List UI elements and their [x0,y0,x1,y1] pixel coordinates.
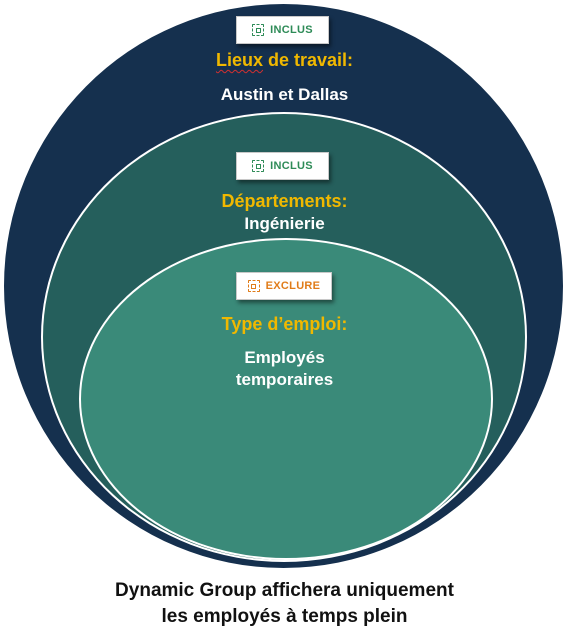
badge-label: EXCLURE [265,280,321,292]
criterion-title-departments: Départements: [221,191,348,211]
filter-include-icon [252,160,265,172]
caption-line: Dynamic Group affichera uniquement [115,580,454,601]
criterion-value-employment-type: Employés temporaires [0,347,569,391]
criterion-value-locations: Austin et Dallas [220,85,349,104]
badge-label: INCLUS [270,24,313,36]
value-line: Employés [244,348,325,367]
criterion-value-departments: Ingénierie [244,214,325,233]
value-line: temporaires [235,370,334,389]
criterion-title-locations: Lieux de travail: [0,49,569,71]
exclude-badge-employment-type: EXCLURE [236,272,332,300]
filter-include-icon [252,24,265,36]
caption-line: les employés à temps plein [161,606,408,627]
include-badge-departments: INCLUS [236,152,329,180]
diagram-caption: Dynamic Group affichera uniquement les e… [0,578,569,630]
criterion-title-employment-type: Type d’emploi: [221,314,348,334]
spellcheck-word: Lieux [215,50,263,70]
include-badge-locations: INCLUS [236,16,329,44]
criterion-title-rest: de travail: [262,50,354,70]
filter-exclude-icon [247,280,260,292]
badge-label: INCLUS [270,160,313,172]
